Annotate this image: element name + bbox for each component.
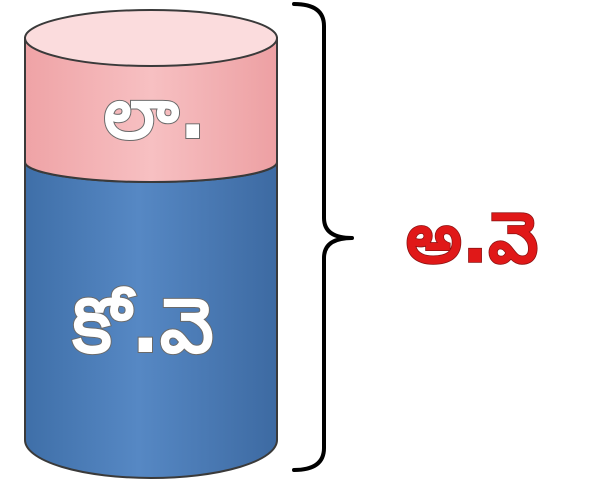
bottom-section-label: కో.వె: [71, 281, 214, 370]
curly-brace: [292, 2, 354, 472]
top-section-label: లా.: [104, 71, 207, 155]
cylinder-top-section: [24, 37, 278, 183]
cylinder-top-cap: [24, 9, 278, 67]
total-label: అ.వె: [406, 197, 538, 279]
